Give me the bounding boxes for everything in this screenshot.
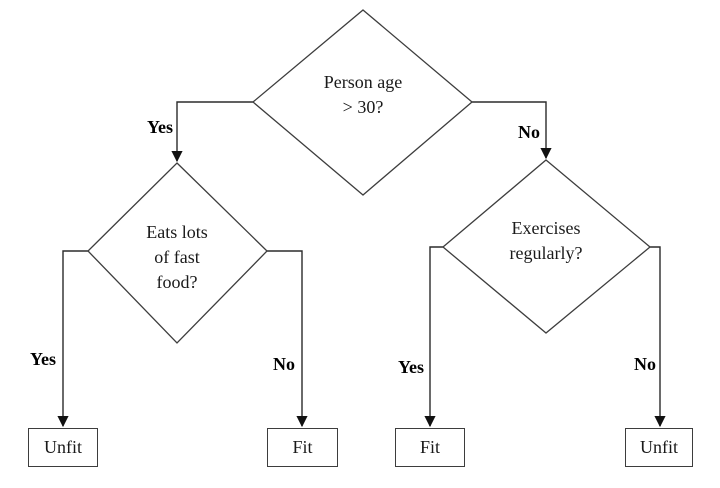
leaf-box-fit-left: Fit [267, 428, 338, 467]
leaf-label: Unfit [44, 437, 82, 457]
connector-fastfood-no [267, 250, 308, 428]
exercise-question-text: Exercises regularly? [446, 216, 646, 266]
leaf-label: Fit [419, 437, 440, 457]
text-line: regularly? [509, 243, 583, 263]
root-question-text: Person age > 30? [263, 70, 463, 120]
edge-label-fastfood-yes: Yes [30, 349, 56, 369]
leaf-label: Unfit [640, 437, 678, 457]
fastfood-question-text: Eats lots of fast food? [97, 220, 257, 295]
text-line: Exercises [511, 218, 581, 238]
edge-label-fastfood-no: No [273, 354, 295, 374]
edge-label-exercise-yes: Yes [398, 357, 424, 377]
connector-exercise-yes [424, 246, 443, 428]
text-line: > 30? [342, 97, 384, 117]
root-decision-diamond [251, 9, 474, 196]
leaf-box-fit-right: Fit [395, 428, 465, 467]
connector-root-yes [171, 101, 253, 163]
leaf-box-unfit-left: Unfit [28, 428, 98, 467]
edge-label-root-no: No [518, 122, 540, 142]
edge-label-root-yes: Yes [147, 117, 173, 137]
connector-exercise-no [650, 246, 666, 428]
leaf-box-unfit-right: Unfit [625, 428, 693, 467]
connector-fastfood-yes [57, 250, 88, 428]
exercise-decision-diamond [441, 159, 652, 334]
text-line: food? [156, 272, 198, 292]
text-line: Person age [323, 72, 403, 92]
fastfood-decision-diamond [87, 162, 268, 344]
text-line: Eats lots [146, 222, 208, 242]
edge-label-exercise-no: No [634, 354, 656, 374]
text-line: of fast [154, 247, 200, 267]
leaf-label: Fit [292, 437, 313, 457]
connector-root-no [472, 101, 552, 160]
